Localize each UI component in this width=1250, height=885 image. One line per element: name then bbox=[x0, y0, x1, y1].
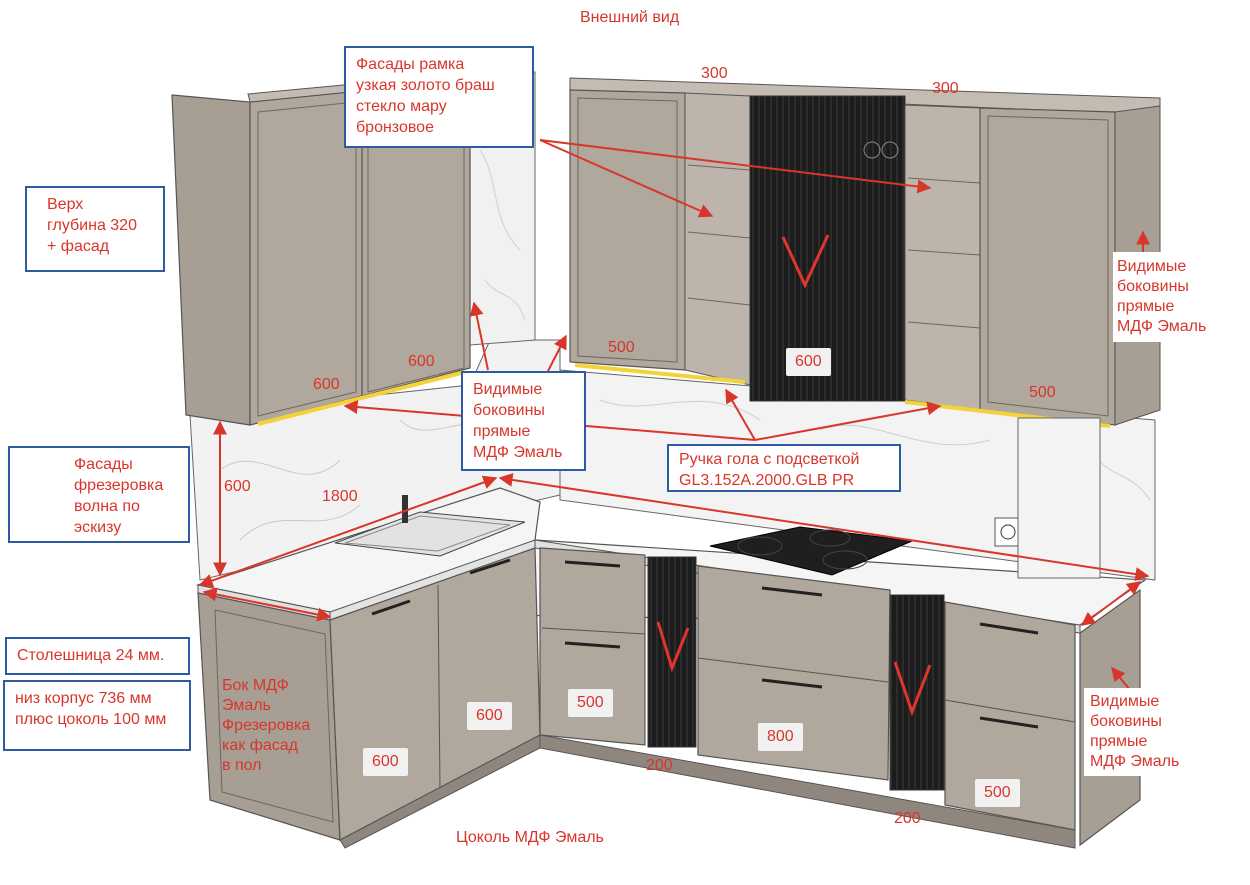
dim-600-tall: 600 bbox=[786, 348, 831, 376]
visible-sides-center-note: Видимые боковины прямые МДФ Эмаль bbox=[461, 371, 586, 471]
dim-200-mid: 200 bbox=[646, 757, 673, 774]
upper-cabinets-right bbox=[569, 77, 1161, 428]
dim-500-lower-right: 500 bbox=[975, 779, 1020, 807]
countertop-note: Столешница 24 мм. bbox=[5, 637, 190, 675]
plinth-label: Цоколь МДФ Эмаль bbox=[456, 829, 604, 846]
upper-cabinets-left bbox=[171, 73, 472, 426]
visible-sides-right-upper-label: Видимые боковины прямые МДФ Эмаль bbox=[1113, 252, 1211, 342]
dim-500-upper-right: 500 bbox=[1029, 384, 1056, 401]
dim-600-height: 600 bbox=[224, 478, 251, 495]
facades-frame-note: Фасады рамка узкая золото браш стекло ма… bbox=[344, 46, 534, 148]
lower-body-note: низ корпус 736 мм плюс цоколь 100 мм bbox=[3, 680, 191, 751]
facades-milling-note: Фасады фрезеровка волна по эскизу bbox=[8, 446, 190, 543]
dim-800: 800 bbox=[758, 723, 803, 751]
drawing-title: Внешний вид bbox=[580, 9, 680, 26]
upper-depth-note: Верх глубина 320 + фасад bbox=[25, 186, 165, 272]
visible-sides-right-lower-label: Видимые боковины прямые МДФ Эмаль bbox=[1084, 688, 1186, 776]
dim-300-right: 300 bbox=[932, 80, 959, 97]
dim-200-right: 200 bbox=[894, 810, 921, 827]
dim-600-lower-2: 600 bbox=[467, 702, 512, 730]
dim-600-lower-1: 600 bbox=[363, 748, 408, 776]
annotation-arrows bbox=[198, 139, 1150, 691]
dim-500-lower-mid: 500 bbox=[568, 689, 613, 717]
dim-1800: 1800 bbox=[322, 488, 358, 505]
handle-note: Ручка гола с подсветкой GL3.152A.2000.GL… bbox=[667, 444, 901, 492]
dim-500-upper-mid: 500 bbox=[608, 339, 635, 356]
dim-600-upper-2: 600 bbox=[408, 353, 435, 370]
dim-600-upper-1: 600 bbox=[313, 376, 340, 393]
side-mdf-label: Бок МДФ Эмаль Фрезеровка как фасад в пол bbox=[222, 677, 311, 774]
dim-300-left: 300 bbox=[701, 65, 728, 82]
lower-cabinets-right bbox=[339, 417, 1141, 849]
